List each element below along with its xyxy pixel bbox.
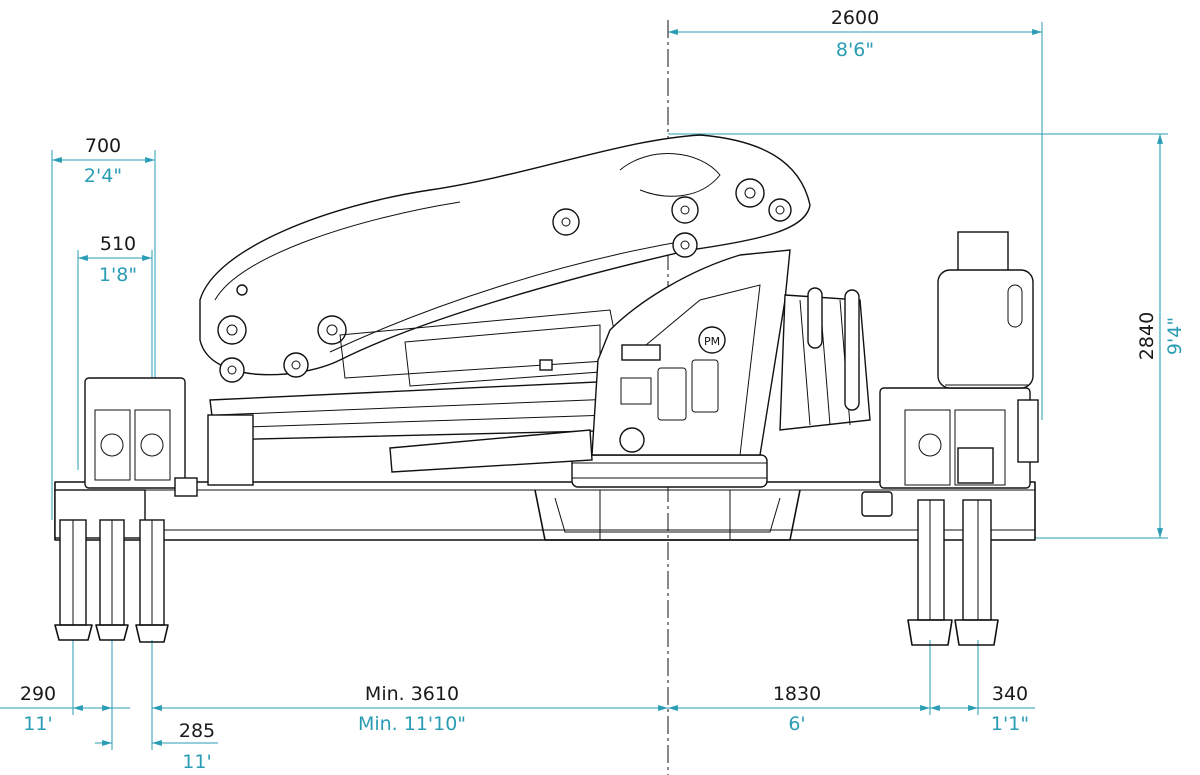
dim-510-imperial: 1'8" <box>99 264 137 286</box>
dim-290-imperial: 11' <box>23 713 52 735</box>
dim-2840: 2840 <box>1136 312 1158 360</box>
telescopic-sections <box>207 309 641 486</box>
right-outrigger <box>861 387 1039 646</box>
main-boom <box>199 134 811 383</box>
dim-700-imperial: 2'4" <box>84 165 122 187</box>
dim-285: 285 <box>179 720 215 742</box>
dim-510: 510 <box>100 233 136 255</box>
dim-min-3610: Min. 3610 <box>365 683 459 705</box>
dimension-labels: 2600 8'6" 700 2'4" 510 1'8" 2840 9'4" 29… <box>20 7 1186 773</box>
dim-2600-imperial: 8'6" <box>836 39 874 61</box>
dim-340-imperial: 1'1" <box>991 713 1029 735</box>
dim-700: 700 <box>85 135 121 157</box>
oil-tank <box>937 231 1034 389</box>
control-levers <box>779 287 871 431</box>
pm-logo: PM <box>704 335 720 348</box>
crane-column: PM <box>591 249 791 456</box>
dim-285-imperial: 11' <box>182 751 211 773</box>
left-outrigger <box>54 377 198 643</box>
dimension-lines <box>0 22 1168 750</box>
dim-290: 290 <box>20 683 56 705</box>
dim-1830: 1830 <box>773 683 821 705</box>
dim-min-3610-imperial: Min. 11'10" <box>358 713 466 735</box>
dim-2600: 2600 <box>831 7 879 29</box>
dim-1830-imperial: 6' <box>788 713 805 735</box>
dim-340: 340 <box>992 683 1028 705</box>
dim-2840-imperial: 9'4" <box>1164 317 1186 355</box>
